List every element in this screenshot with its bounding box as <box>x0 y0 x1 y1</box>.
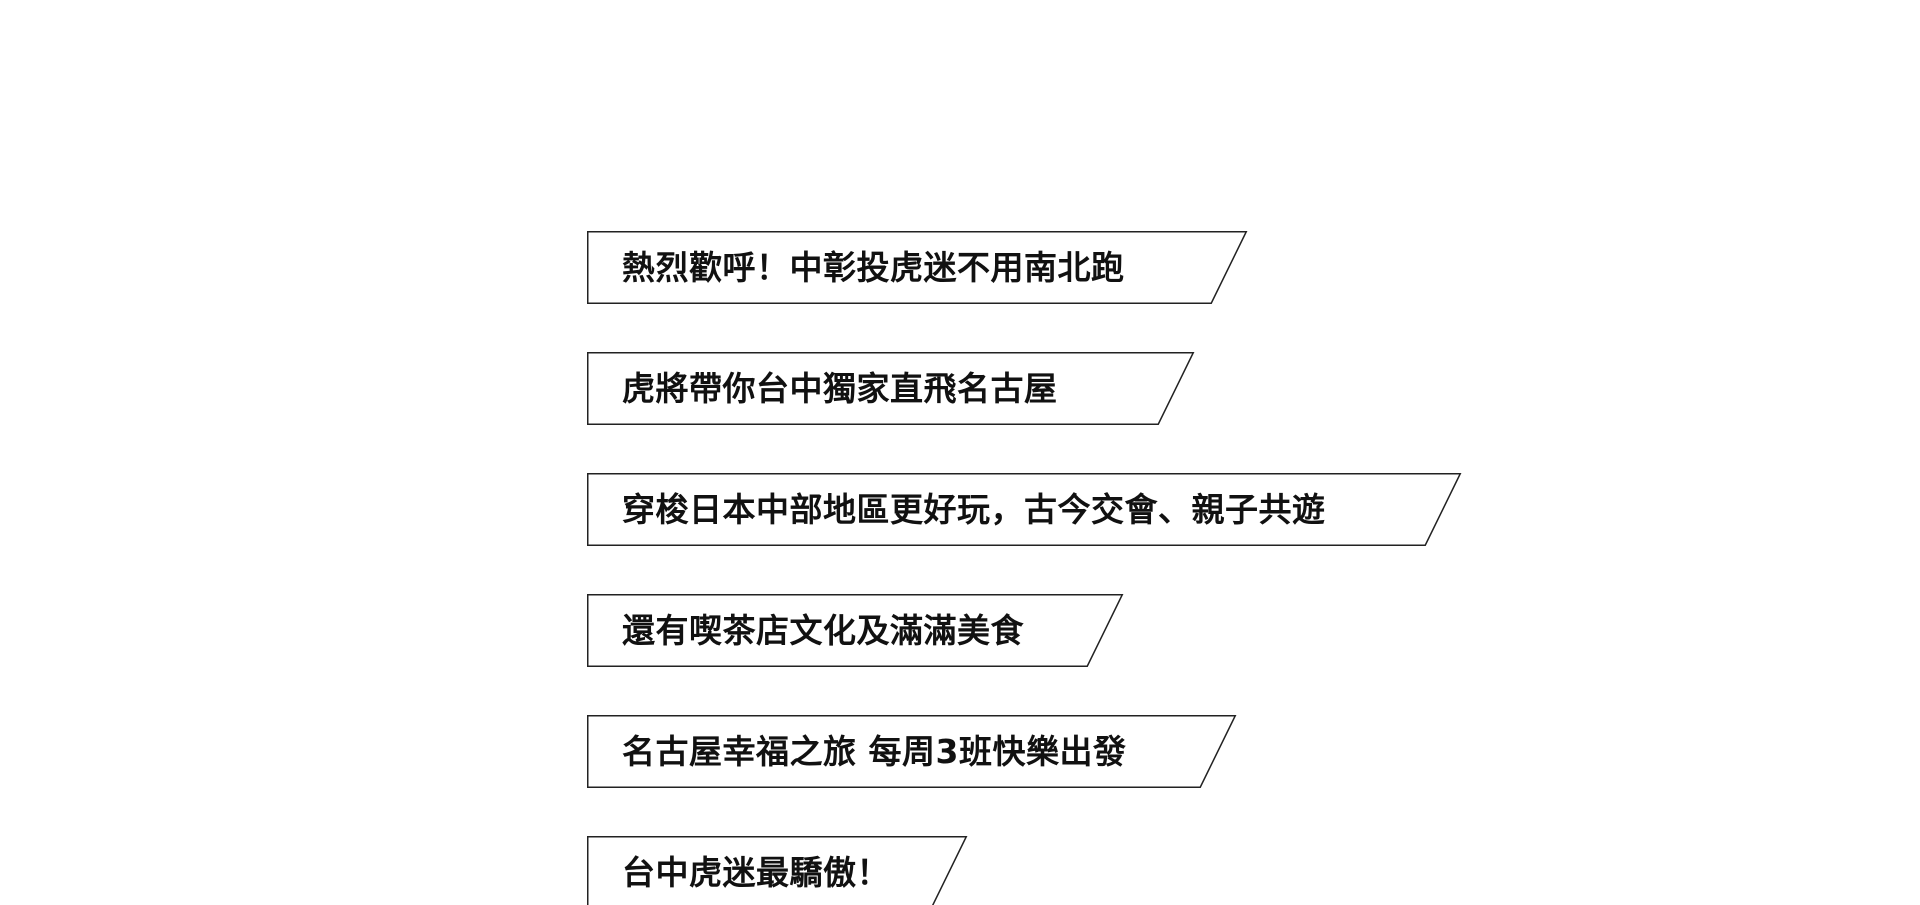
slanted-tag-shape <box>587 594 1124 667</box>
promo-line-1: 熱烈歡呼！中彰投虎迷不用南北跑 <box>587 231 1248 304</box>
slanted-tag-shape <box>587 836 968 905</box>
slanted-tag-shape <box>587 473 1462 546</box>
promo-line-3: 穿梭日本中部地區更好玩，古今交會、親子共遊 <box>587 473 1462 546</box>
slanted-tag-shape <box>587 715 1237 788</box>
promo-line-text: 熱烈歡呼！中彰投虎迷不用南北跑 <box>622 248 1125 287</box>
slanted-tag-shape <box>587 231 1248 304</box>
promo-line-text: 名古屋幸福之旅 每周3班快樂出發 <box>622 732 1127 771</box>
promo-line-text: 穿梭日本中部地區更好玩，古今交會、親子共遊 <box>622 490 1326 529</box>
promo-line-6: 台中虎迷最驕傲！ <box>587 836 968 905</box>
promo-line-text: 台中虎迷最驕傲！ <box>622 853 890 892</box>
promo-line-4: 還有喫茶店文化及滿滿美食 <box>587 594 1124 667</box>
promo-line-5: 名古屋幸福之旅 每周3班快樂出發 <box>587 715 1237 788</box>
promo-line-2: 虎將帶你台中獨家直飛名古屋 <box>587 352 1195 425</box>
promo-line-text: 還有喫茶店文化及滿滿美食 <box>622 611 1024 650</box>
slanted-tag-shape <box>587 352 1195 425</box>
promo-line-text: 虎將帶你台中獨家直飛名古屋 <box>622 369 1058 408</box>
